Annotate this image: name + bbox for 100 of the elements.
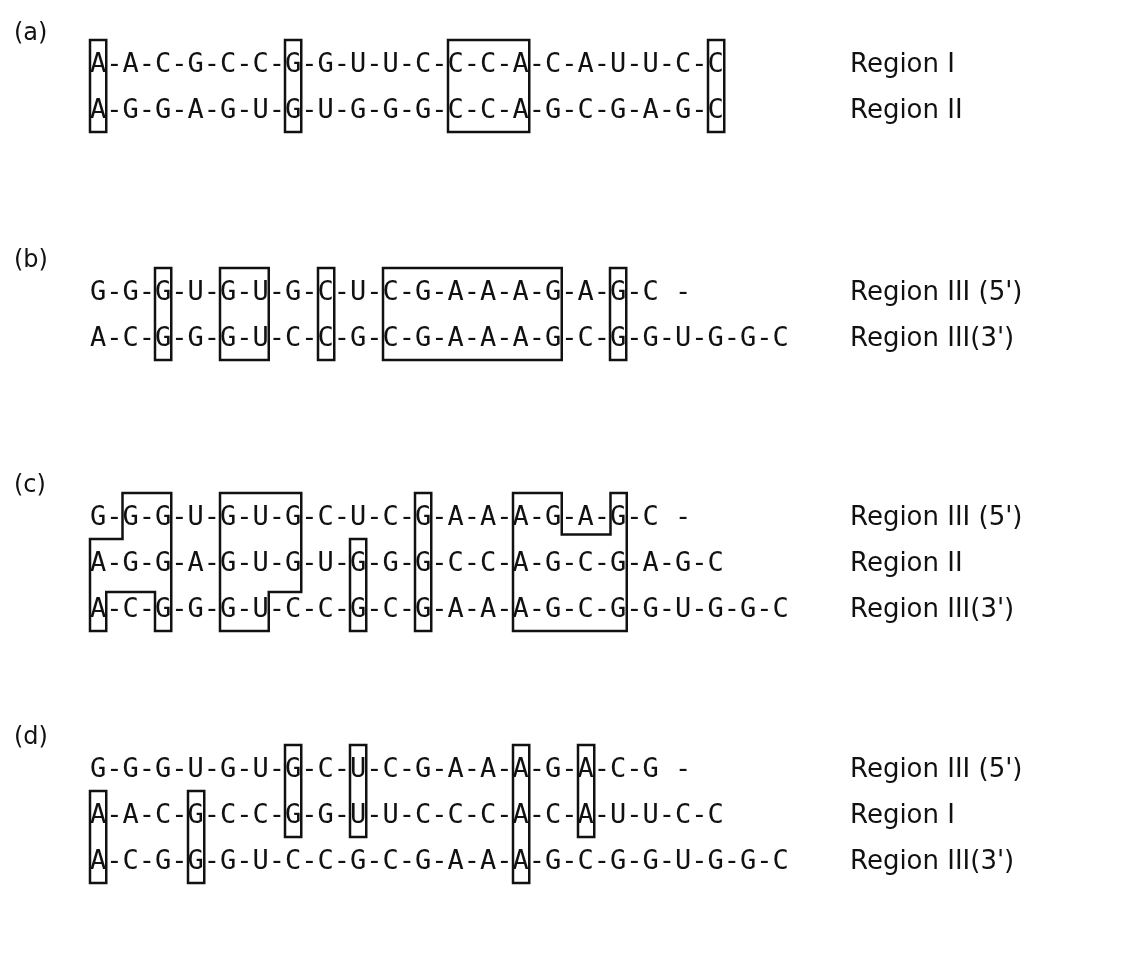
base-sequence: G-U — [220, 275, 269, 307]
base-sequence: G — [285, 798, 302, 830]
base-sequence: G — [610, 275, 627, 307]
base-sequence: -A- — [171, 546, 221, 578]
base-sequence: -G- — [528, 752, 578, 784]
base-sequence: G-U — [220, 321, 269, 353]
region-label: Region III(3') — [850, 321, 1015, 353]
base-sequence: -A- — [561, 500, 611, 532]
region-label: Region II — [850, 546, 963, 578]
base-sequence: A — [90, 844, 107, 876]
base-sequence: A-G-G — [90, 546, 172, 578]
base-sequence: C-C-A — [447, 47, 529, 79]
base-sequence: -C- — [301, 752, 351, 784]
base-sequence: -C- — [528, 798, 578, 830]
region-label: Region III (5') — [850, 752, 1023, 784]
base-sequence: -C- — [106, 592, 156, 624]
base-sequence: C — [707, 47, 724, 79]
base-sequence: G — [155, 275, 172, 307]
base-sequence: A-G — [512, 500, 562, 532]
base-sequence: -U-U-C-C — [593, 798, 724, 830]
base-sequence: -C- — [366, 592, 416, 624]
base-sequence: C-G-A-A-A-G — [382, 275, 562, 307]
base-sequence: -G-C-G-G-U-G-G-C — [528, 844, 789, 876]
base-sequence: C-C-A — [447, 93, 529, 125]
base-sequence: G-G-G-U-G-U- — [90, 752, 286, 784]
base-sequence: G — [285, 47, 302, 79]
region-label: Region III(3') — [850, 592, 1015, 624]
base-sequence: -G- — [171, 321, 221, 353]
base-sequence: -A-C- — [106, 798, 188, 830]
base-sequence: C — [317, 275, 334, 307]
base-sequence: U — [350, 798, 367, 830]
base-sequence: -C-C- — [203, 798, 286, 830]
region-label: Region III (5') — [850, 275, 1023, 307]
base-sequence: A — [90, 47, 107, 79]
base-sequence: A — [577, 798, 594, 830]
base-sequence: -G-U-G-G-C — [626, 592, 789, 624]
base-sequence: -G-G-A-G-U- — [106, 93, 286, 125]
base-sequence: -G- — [333, 321, 383, 353]
base-sequence: A — [512, 798, 529, 830]
base-sequence: G — [415, 500, 432, 532]
base-sequence: G — [415, 546, 432, 578]
base-sequence: G — [350, 546, 367, 578]
base-sequence: -C-G-A-A- — [366, 752, 513, 784]
base-sequence: A — [90, 592, 107, 624]
base-sequence: -C - — [626, 500, 692, 532]
region-label: Region III(3') — [850, 844, 1015, 876]
base-sequence: -G- — [301, 798, 351, 830]
base-sequence: -C-G- — [106, 844, 188, 876]
region-label: Region II — [850, 93, 963, 125]
base-sequence: A-G-C-G — [512, 546, 627, 578]
base-sequence: A-C- — [90, 321, 156, 353]
base-sequence: G — [350, 592, 367, 624]
base-sequence: -C-U-C- — [301, 500, 416, 532]
base-sequence: -U- — [301, 546, 351, 578]
base-sequence: -G-U-G-G-C — [626, 321, 789, 353]
base-sequence: -U- — [171, 500, 221, 532]
base-sequence: G — [155, 321, 172, 353]
base-sequence: G — [610, 321, 627, 353]
base-sequence: -C-C- — [268, 592, 351, 624]
base-sequence: -U- — [333, 275, 383, 307]
base-sequence: -G- — [268, 275, 318, 307]
base-sequence: -C-G - — [593, 752, 692, 784]
panel-label: (c) — [14, 470, 46, 498]
base-sequence: -A-C-G-C-C- — [106, 47, 286, 79]
base-sequence: G — [285, 93, 302, 125]
base-sequence: -G- — [366, 546, 416, 578]
base-sequence: G — [415, 592, 432, 624]
base-sequence: A — [512, 752, 529, 784]
base-sequence: A — [90, 93, 107, 125]
base-sequence: G-U-G — [220, 500, 302, 532]
base-sequence: A-G-C-G — [512, 592, 627, 624]
base-sequence: -G-C-G-A-G- — [528, 93, 708, 125]
base-sequence: -A-G-C — [626, 546, 724, 578]
region-label: Region I — [850, 798, 955, 830]
base-sequence: C-G-A-A-A-G — [382, 321, 562, 353]
base-sequence: G-U — [220, 592, 269, 624]
base-sequence: G-G — [122, 500, 172, 532]
base-sequence: -U-C-C-C- — [366, 798, 513, 830]
base-sequence: C — [317, 321, 334, 353]
base-sequence: A — [90, 798, 107, 830]
base-sequence: -G-U-U-C- — [301, 47, 448, 79]
region-label: Region I — [850, 47, 955, 79]
region-label: Region III (5') — [850, 500, 1023, 532]
base-sequence: G-U-G — [220, 546, 302, 578]
base-sequence: A — [577, 752, 594, 784]
base-sequence: -A- — [561, 275, 611, 307]
base-sequence: G — [187, 798, 204, 830]
base-sequence: -C- — [561, 321, 611, 353]
panel-label: (a) — [14, 18, 48, 46]
base-sequence: -A-A- — [431, 592, 513, 624]
base-sequence: G- — [90, 500, 123, 532]
base-sequence: G — [187, 844, 204, 876]
base-sequence: -U- — [171, 275, 221, 307]
base-sequence: -C- — [268, 321, 318, 353]
panel-label: (d) — [14, 722, 48, 750]
base-sequence: -U-G-G-G- — [301, 93, 448, 125]
base-sequence: -A-A- — [431, 500, 513, 532]
base-sequence: C — [707, 93, 724, 125]
panel-label: (b) — [14, 245, 48, 273]
base-sequence: -C - — [626, 275, 692, 307]
